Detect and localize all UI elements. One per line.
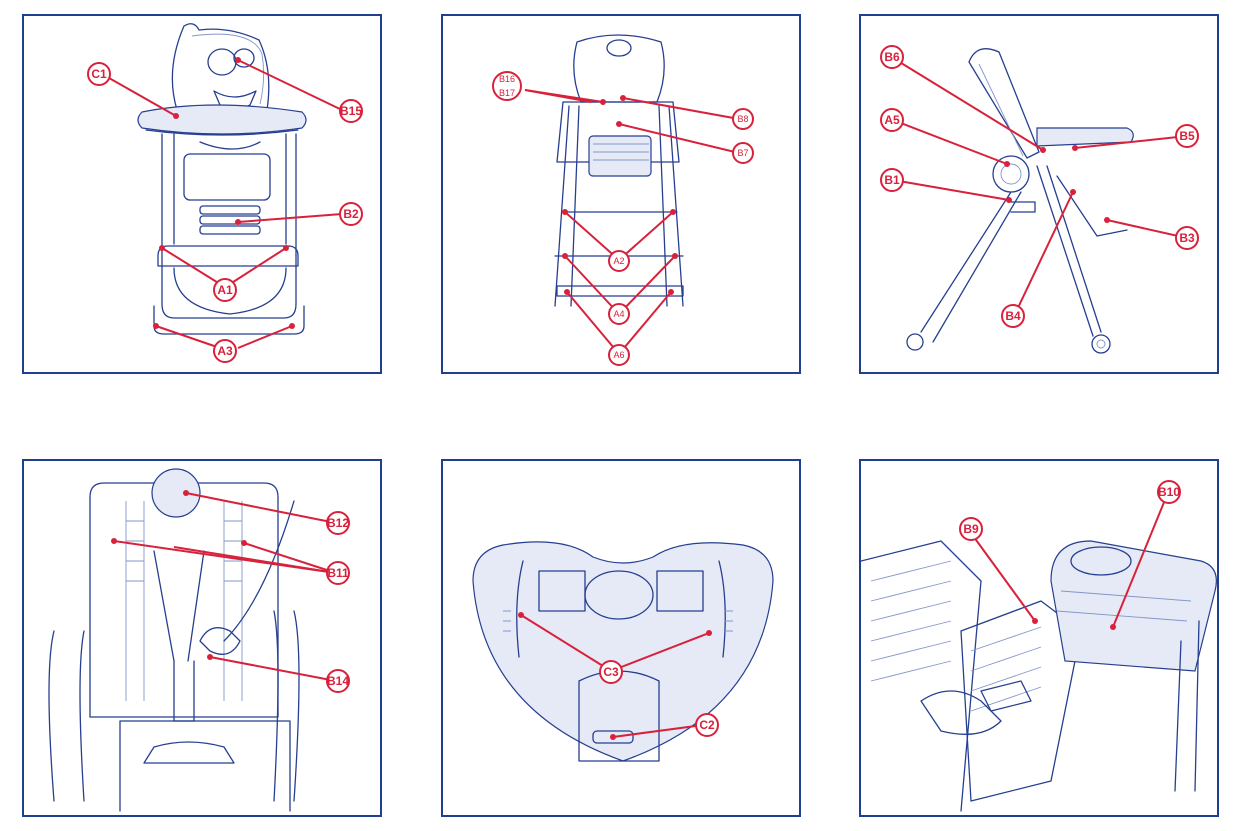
callout-b16-b17: B16 B17 [492, 71, 522, 101]
callout-a6: A6 [608, 344, 630, 366]
callout-a5: A5 [880, 108, 904, 132]
callout-b6: B6 [880, 45, 904, 69]
callout-b5: B5 [1175, 124, 1199, 148]
callout-b9: B9 [959, 517, 983, 541]
callout-b3: B3 [1175, 226, 1199, 250]
side-view-illustration: B6 A5 B1 B5 B3 B4 [880, 45, 1199, 354]
panel-front-view: C1 B15 B2 A1 A3 [22, 14, 382, 374]
tray-illustration: C3 C2 [472, 541, 774, 762]
callout-a5-label: A5 [884, 113, 900, 127]
panel-footrest-detail: B9 B10 [859, 459, 1219, 817]
callout-b14-label: B14 [327, 674, 349, 688]
callout-a4-label: A4 [613, 309, 624, 319]
front-view-illustration: C1 B15 B2 A1 A3 [87, 23, 363, 363]
callout-a1-label: A1 [217, 283, 233, 297]
callout-b8-label: B8 [737, 114, 748, 124]
callout-b15: B15 [339, 99, 363, 123]
callout-b12-label: B12 [327, 516, 349, 530]
callout-a2: A2 [608, 250, 630, 272]
callout-a3-label: A3 [217, 344, 233, 358]
callout-b3-label: B3 [1179, 231, 1195, 245]
callout-c2: C2 [695, 713, 719, 737]
callout-a1: A1 [213, 278, 237, 302]
callout-b7-label: B7 [737, 148, 748, 158]
callout-a3: A3 [213, 339, 237, 363]
callout-c1: C1 [87, 62, 111, 86]
callout-b8: B8 [732, 108, 754, 130]
callout-b4-label: B4 [1005, 309, 1021, 323]
callout-c3-label: C3 [603, 665, 619, 679]
callout-b14: B14 [326, 669, 350, 693]
rear-view-illustration: B16 B17 B8 B7 A2 A4 A6 [492, 34, 754, 366]
callout-b16-label: B16 [499, 74, 515, 84]
callout-c2-label: C2 [699, 718, 715, 732]
callout-b10-label: B10 [1158, 485, 1180, 499]
callout-b1: B1 [880, 168, 904, 192]
callout-b4: B4 [1001, 304, 1025, 328]
callout-b10: B10 [1157, 480, 1181, 504]
callout-c3: C3 [599, 660, 623, 684]
callout-b2-label: B2 [343, 207, 359, 221]
footrest-illustration: B9 B10 [861, 480, 1217, 812]
callout-b15-label: B15 [340, 104, 362, 118]
callout-b6-label: B6 [884, 50, 900, 64]
callout-b11-label: B11 [327, 566, 349, 580]
panel-side-view: B6 A5 B1 B5 B3 B4 [859, 14, 1219, 374]
callout-b12: B12 [326, 511, 350, 535]
callout-b7: B7 [732, 142, 754, 164]
panel-tray-underside: C3 C2 [441, 459, 801, 817]
panel-harness-detail: B12 B11 B14 [22, 459, 382, 817]
callout-b5-label: B5 [1179, 129, 1195, 143]
callout-a6-label: A6 [613, 350, 624, 360]
callout-c1-label: C1 [91, 67, 107, 81]
callout-b11: B11 [326, 561, 350, 585]
harness-illustration: B12 B11 B14 [48, 468, 350, 812]
callout-a4: A4 [608, 303, 630, 325]
callout-b17-label: B17 [499, 88, 515, 98]
panel-rear-view: B16 B17 B8 B7 A2 A4 A6 [441, 14, 801, 374]
callout-a2-label: A2 [613, 256, 624, 266]
callout-b1-label: B1 [884, 173, 900, 187]
callout-b9-label: B9 [963, 522, 979, 536]
callout-b2: B2 [339, 202, 363, 226]
